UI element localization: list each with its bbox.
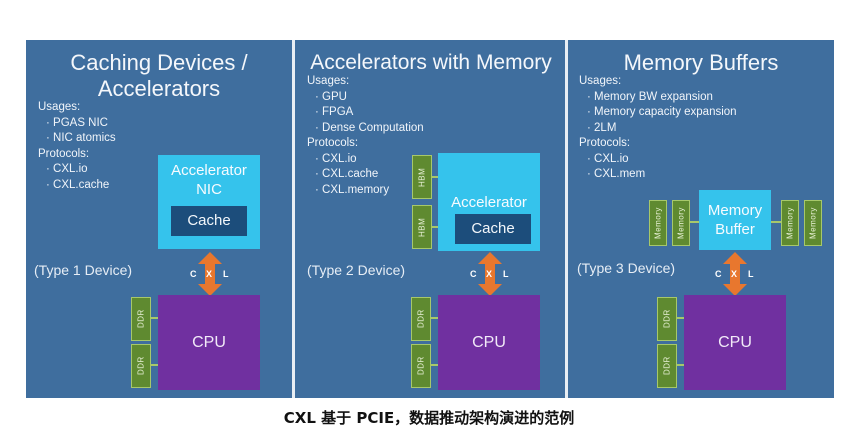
protocols-heading: Protocols: [38,147,90,160]
double-arrow-icon [478,252,502,296]
memory-link [431,176,438,178]
cxl-letter: X [206,269,213,279]
list-item: · CXL.io [587,152,629,165]
hbm-module: HBM [412,155,432,199]
panel-title: Accelerators with Memory [310,51,552,74]
device-label: Buffer [715,221,755,238]
memory-link [431,226,438,228]
device-label: Accelerator [451,194,527,211]
cxl-letter: L [503,269,509,279]
cxl-letter: L [748,269,754,279]
list-item: · Memory capacity expansion [587,106,737,118]
protocols-heading: Protocols: [307,137,359,149]
list-item: · CXL.io [315,152,357,165]
title-line: Accelerators [97,76,221,101]
device-label: Accelerator [171,162,247,179]
memory-link [771,221,781,223]
double-arrow-icon [198,252,222,296]
memory-buffer-box: Memory Buffer [699,190,771,250]
figure-caption: CXL 基于 PCIE，数据推动架构演进的范例 [283,409,575,427]
memory-link [150,364,158,366]
usages-list: Usages: · Memory BW expansion · Memory c… [579,74,737,183]
ddr-module: DDR [657,344,677,388]
cpu-box: CPU [438,295,540,390]
list-item: · GPU [315,90,347,103]
list-item: · CXL.cache [46,178,110,191]
device-type-label: (Type 2 Device) [307,262,406,278]
hbm-module: HBM [412,205,432,249]
memory-link [689,221,699,223]
cxl-letter: X [731,269,738,279]
panel-title: Caching Devices / Accelerators [26,50,292,102]
memory-link [430,317,438,319]
list-item: · NIC atomics [46,132,116,144]
cxl-letter: C [470,269,477,279]
ddr-module: DDR [411,344,431,388]
list-item: · Dense Computation [315,121,424,134]
usages-list: Usages: · PGAS NIC · NIC atomics Protoco… [38,100,116,193]
cache-box: Cache [455,214,531,244]
memory-module: Memory [781,200,799,246]
cpu-box: CPU [684,295,786,390]
list-item: · 2LM [587,121,617,134]
list-item: · CXL.cache [315,168,379,180]
memory-link [676,364,684,366]
protocols-heading: Protocols: [579,137,631,149]
device-label: NIC [196,181,222,198]
double-arrow-icon [723,252,747,296]
list-item: · CXL.memory [315,183,390,196]
panel-title: Memory Buffers [623,50,779,75]
cache-box: Cache [171,206,247,236]
memory-module: Memory [649,200,667,246]
device-type-label: (Type 3 Device) [577,260,676,276]
memory-link [430,364,438,366]
memory-module: Memory [672,200,690,246]
list-item: · PGAS NIC [46,116,108,129]
memory-link [150,317,158,319]
cxl-letter: C [715,269,722,279]
usages-heading: Usages: [38,101,81,113]
list-item: · Memory BW expansion [587,90,713,103]
usages-heading: Usages: [307,75,350,87]
cpu-box: CPU [158,295,260,390]
cxl-letter: X [486,269,493,279]
cxl-letter: L [223,269,229,279]
device-type-label: (Type 1 Device) [34,262,133,278]
ddr-module: DDR [131,344,151,388]
ddr-module: DDR [657,297,677,341]
usages-list: Usages: · GPU · FPGA · Dense Computation… [307,74,424,198]
list-item: · CXL.io [46,163,88,175]
memory-link [676,317,684,319]
panel-divider [292,40,295,398]
usages-heading: Usages: [579,75,622,87]
title-line: Caching Devices / [70,50,248,75]
device-label: Memory [707,202,763,219]
ddr-module: DDR [131,297,151,341]
panel-divider [565,40,568,398]
cxl-letter: C [190,269,197,279]
ddr-module: DDR [411,297,431,341]
list-item: · FPGA [315,106,354,118]
list-item: · CXL.mem [587,168,646,180]
memory-module: Memory [804,200,822,246]
